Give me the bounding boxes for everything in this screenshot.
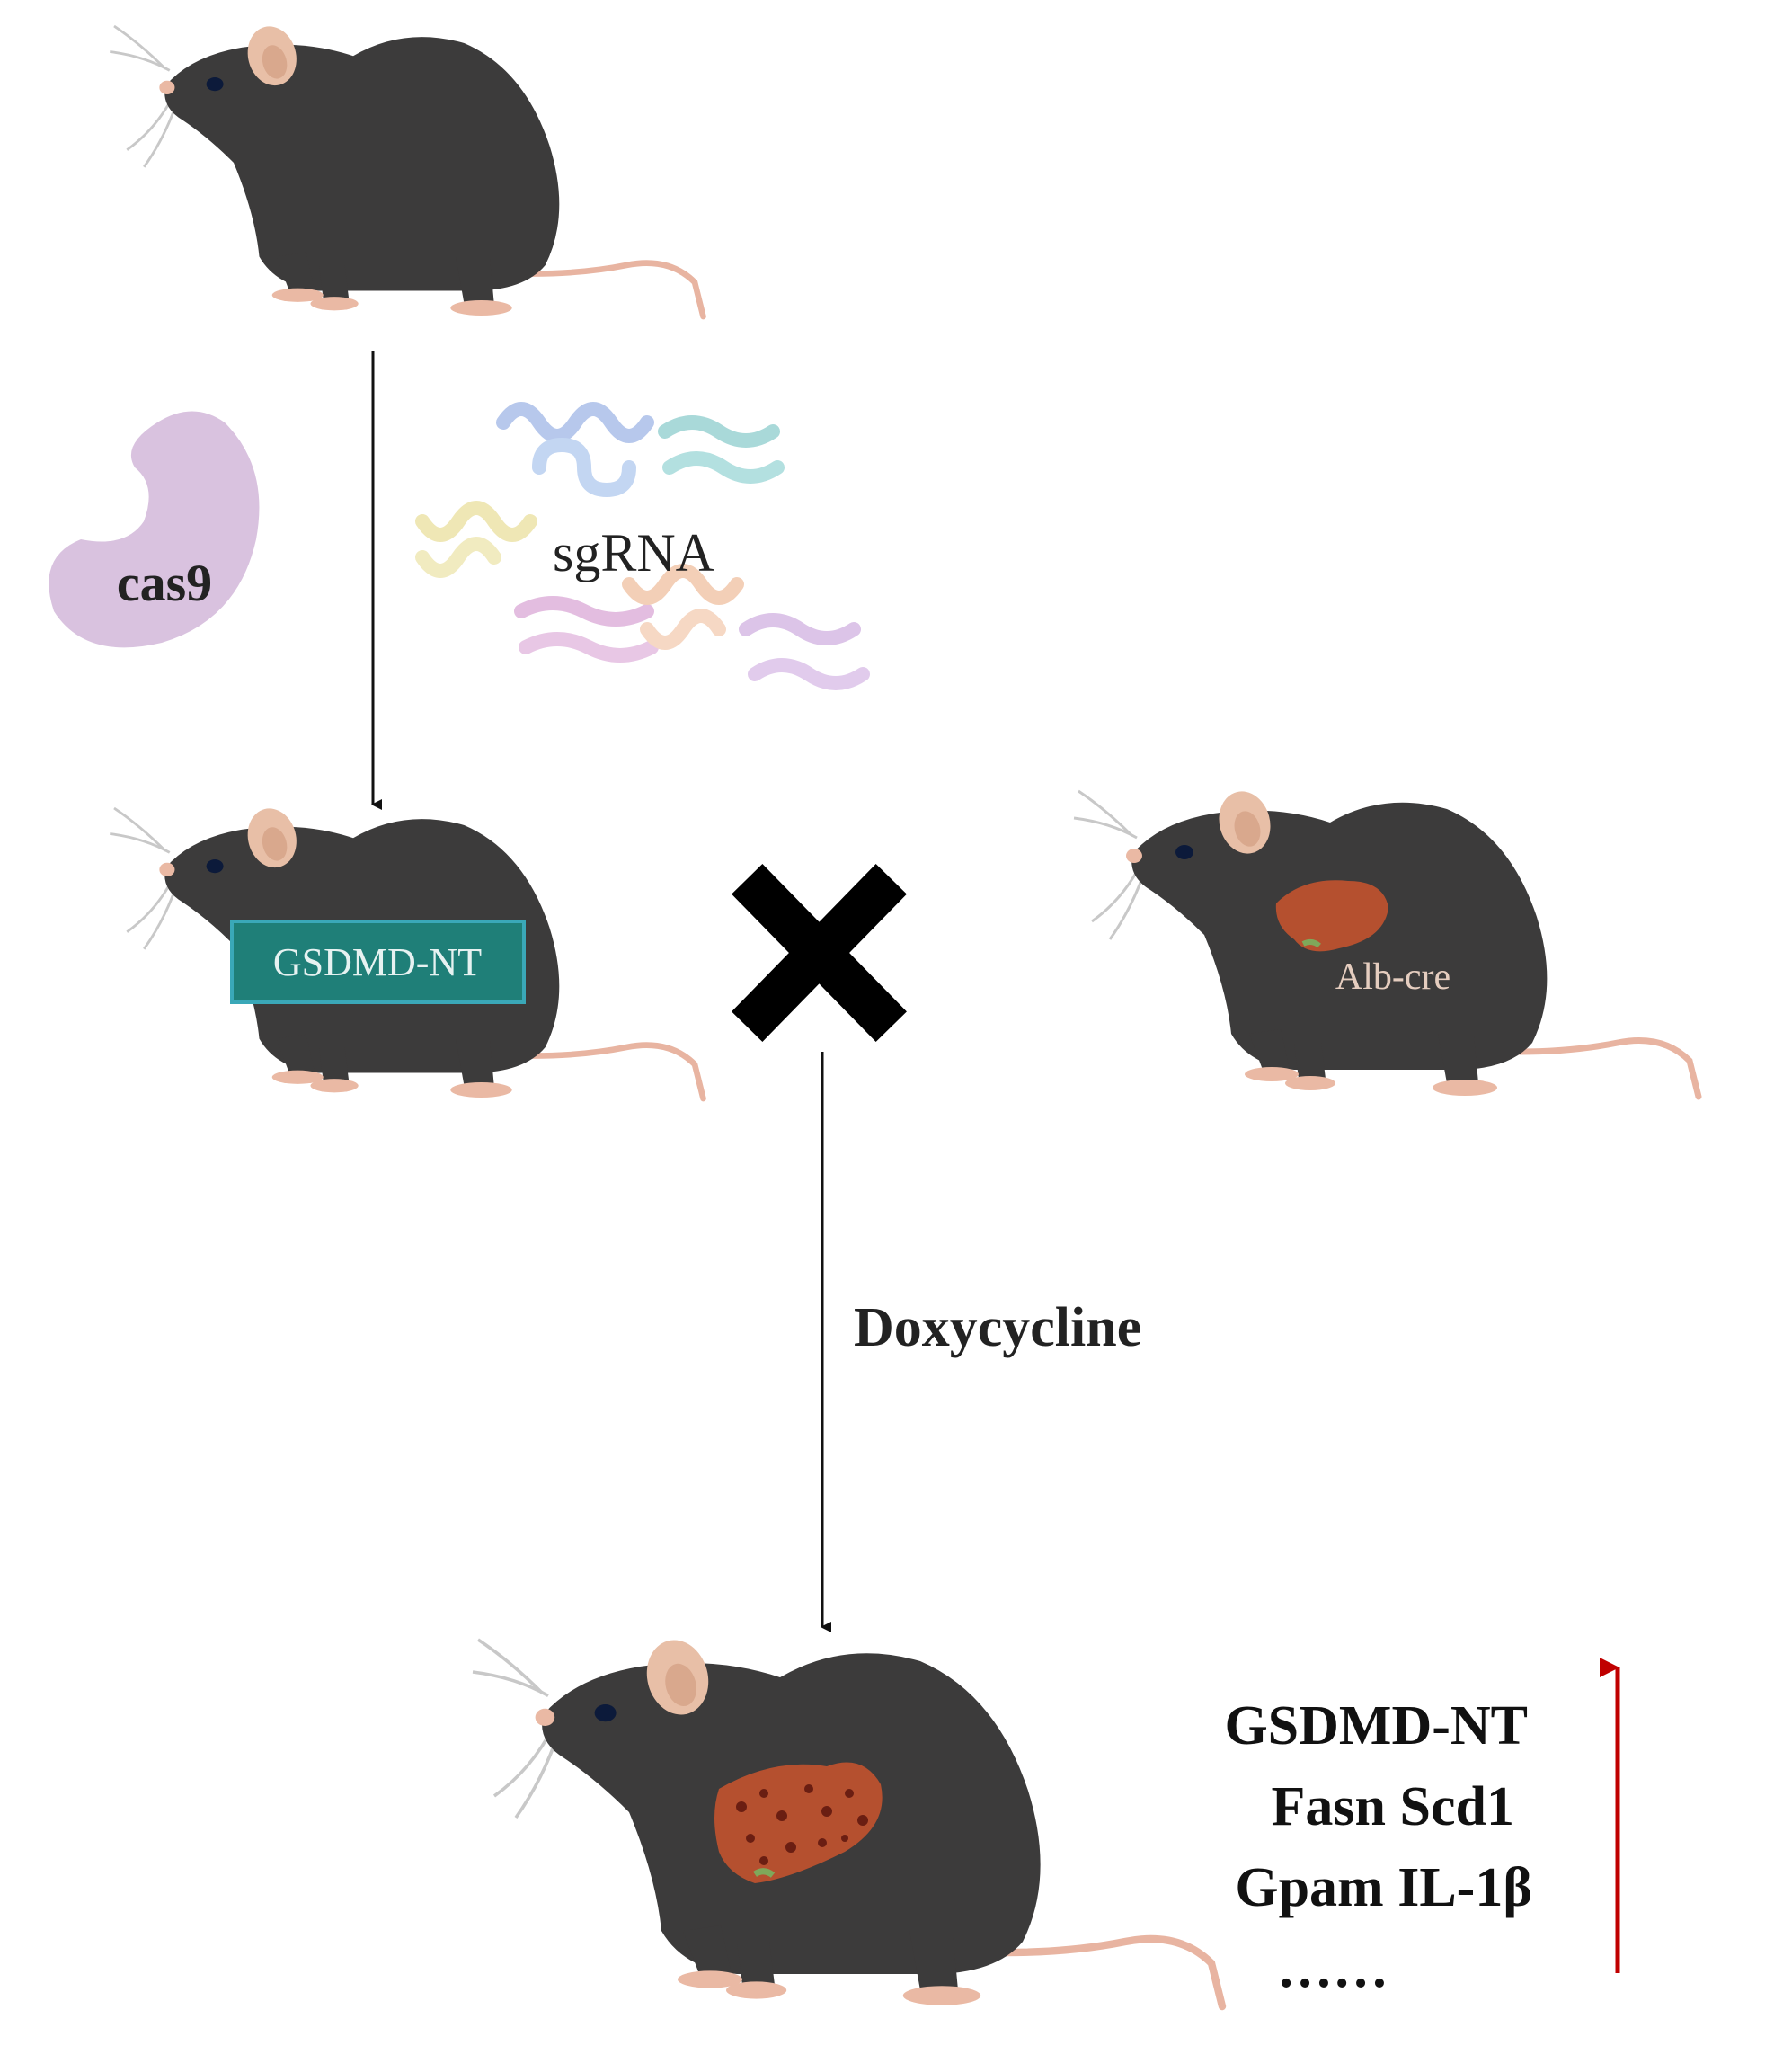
upregulated-line: Gpam IL-1β	[1235, 1857, 1532, 1918]
mouse-gsdmd-nt: GSDMD-NT	[110, 803, 703, 1098]
doxycycline-label: Doxycycline	[854, 1297, 1141, 1358]
gsdmd-tag-box	[230, 920, 526, 1004]
mouse-wildtype	[110, 21, 703, 316]
sgrna-cluster: sgRNA	[415, 402, 870, 690]
mouse-result	[473, 1633, 1222, 2006]
upregulated-line: GSDMD-NT	[1224, 1695, 1528, 1756]
cas9-protein: cas9	[49, 411, 260, 648]
diseased-liver-icon	[714, 1762, 883, 1883]
upregulated-line: Fasn Scd1	[1272, 1776, 1514, 1837]
gsdmd-tag-label: GSDMD-NT	[273, 940, 482, 984]
upregulated-list: GSDMD-NT Fasn Scd1 Gpam IL-1β ……	[1224, 1695, 1532, 1999]
cas9-label: cas9	[117, 554, 212, 612]
upregulated-line: ……	[1277, 1938, 1388, 1999]
alb-cre-label: Alb-cre	[1335, 956, 1450, 998]
liver-icon	[1275, 880, 1388, 952]
mouse-alb-cre: Alb-cre	[1074, 786, 1699, 1097]
sgrna-label: sgRNA	[553, 523, 714, 582]
cross-icon	[732, 864, 907, 1042]
